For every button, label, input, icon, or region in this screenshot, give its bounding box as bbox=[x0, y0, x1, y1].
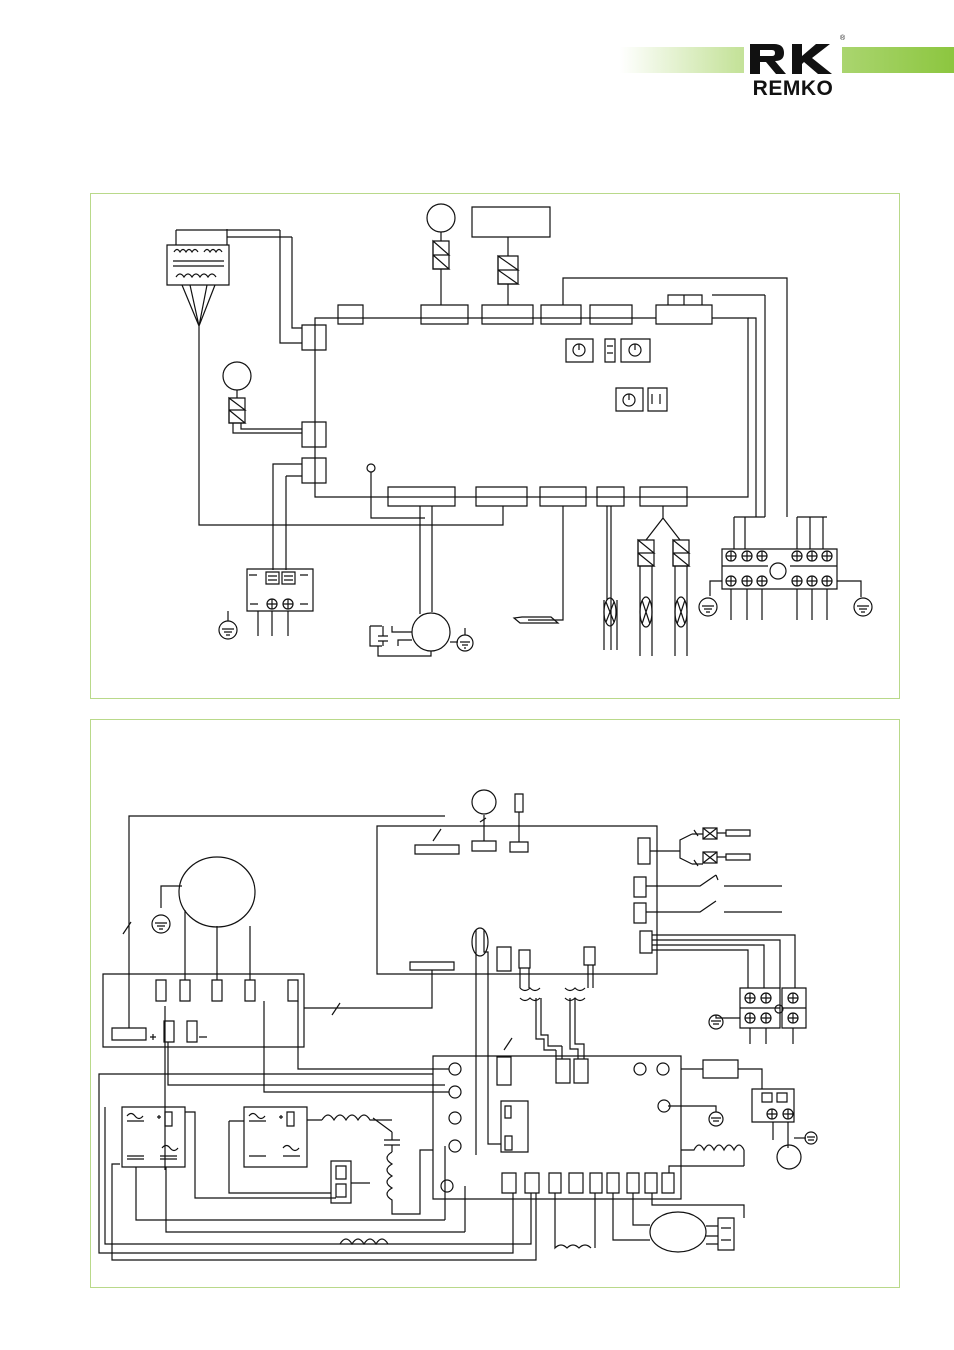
outdoor-sensors-and-coils bbox=[472, 928, 595, 1155]
outdoor-terminal-block bbox=[709, 988, 806, 1044]
compressor bbox=[152, 857, 255, 980]
outdoor-power-module bbox=[168, 1001, 744, 1199]
outdoor-control-board bbox=[377, 790, 657, 974]
reactor-and-capacitor bbox=[322, 1115, 433, 1214]
board-relay-outputs bbox=[634, 828, 795, 988]
outdoor-power-plug bbox=[681, 1060, 817, 1169]
inverter-module bbox=[103, 816, 445, 1047]
